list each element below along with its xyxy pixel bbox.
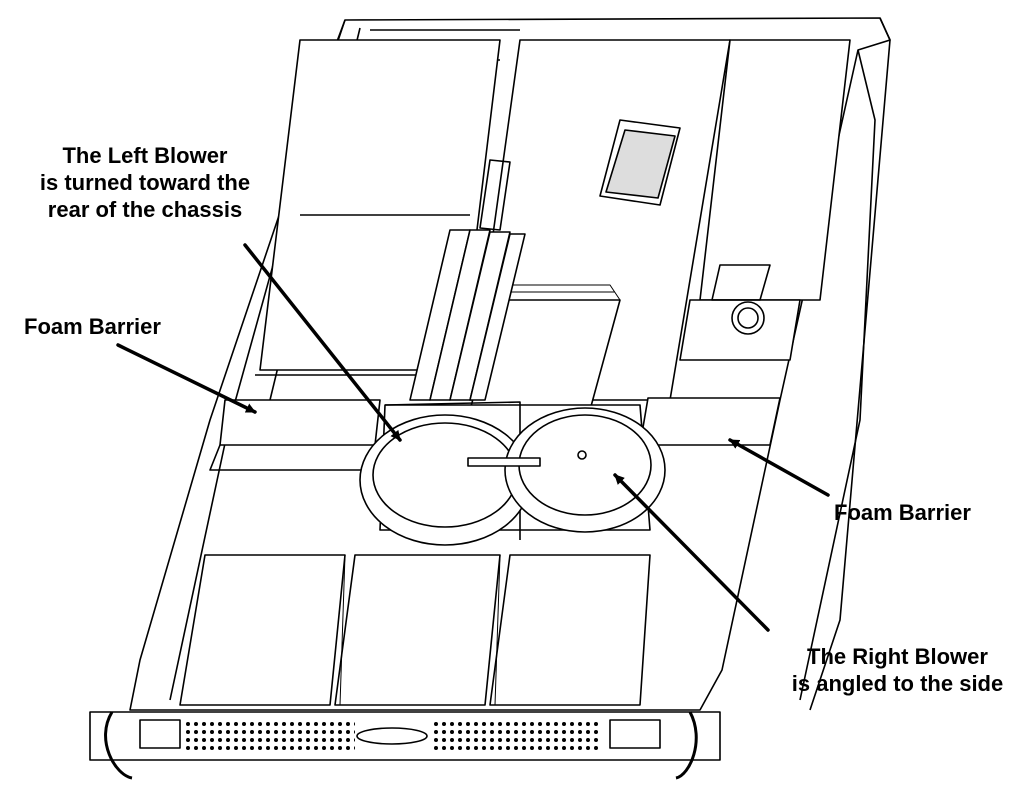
left-blower-label-line2: is turned toward the <box>39 170 251 195</box>
memory-dimms <box>409 229 526 401</box>
right-blower-leader <box>613 473 770 632</box>
foam-right-leader <box>728 438 830 497</box>
foam-left-leader <box>116 343 257 414</box>
foam-barrier-left-label: Foam Barrier <box>24 314 161 339</box>
right-blower <box>467 407 666 533</box>
right-blower-label-line1: The Right Blower <box>807 644 988 669</box>
drive-bays <box>179 554 651 706</box>
power-supply-right <box>679 39 851 361</box>
foam-barrier-right-shape <box>639 397 781 446</box>
left-blower-label-line3: rear of the chassis <box>47 197 243 222</box>
left-blower-leader <box>243 243 402 442</box>
right-blower-label: The Right Blower is angled to the side <box>765 643 1029 697</box>
front-bezel <box>89 711 721 780</box>
left-blower-label-line1: The Left Blower <box>62 143 228 168</box>
left-blower-label: The Left Blower is turned toward the rea… <box>10 142 280 223</box>
foam-barrier-right-label: Foam Barrier <box>834 500 971 525</box>
left-blower <box>359 414 531 546</box>
right-blower-label-line2: is angled to the side <box>791 671 1004 696</box>
